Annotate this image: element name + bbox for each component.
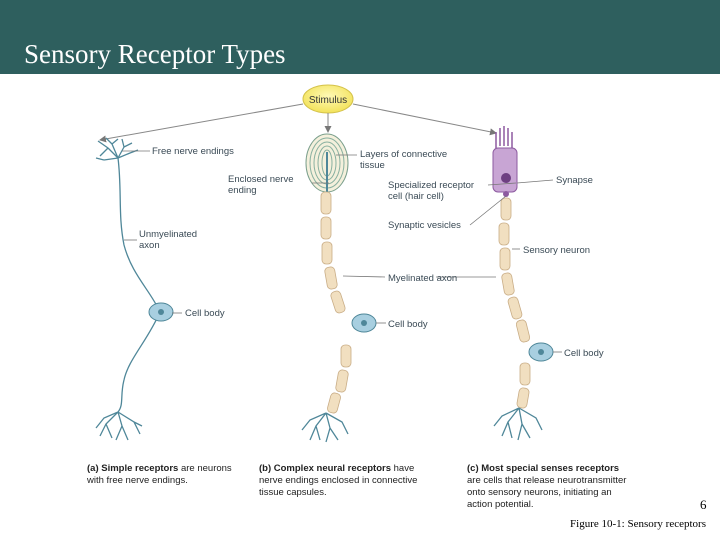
nucleus-a (158, 309, 164, 315)
leader-lines (122, 150, 562, 353)
caption-a-rest-2: with free nerve endings. (86, 475, 188, 486)
label-myelinated-axon: Myelinated axon (388, 273, 457, 284)
label-free-nerve-endings: Free nerve endings (152, 146, 234, 157)
label-layers-connective-2: tissue (360, 160, 385, 171)
label-synaptic-vesicles: Synaptic vesicles (388, 220, 461, 231)
label-enclosed-nerve-2: ending (228, 185, 257, 196)
simple-receptor-neuron (95, 137, 161, 441)
caption-b: (b) Complex neural receptors have nerve … (259, 463, 417, 498)
stimulus-label: Stimulus (309, 95, 347, 106)
label-specialized-1: Specialized receptor (388, 180, 474, 191)
label-sensory-neuron: Sensory neuron (523, 245, 590, 256)
myelinated-axon-b (320, 191, 352, 414)
caption-b-rest-2: nerve endings enclosed in connective (259, 475, 417, 486)
dendrites-b (301, 412, 349, 443)
label-enclosed-nerve-1: Enclosed nerve (228, 174, 293, 185)
dendrites-c (493, 407, 543, 441)
label-cell-body-b: Cell body (388, 319, 428, 330)
label-cell-body-c: Cell body (564, 348, 604, 359)
nucleus-b (361, 320, 367, 326)
sensory-receptors-diagram: Stimulus (86, 84, 626, 510)
label-specialized-2: cell (hair cell) (388, 191, 444, 202)
label-synapse: Synapse (556, 175, 593, 186)
stimulus-arrow-right (352, 103, 497, 136)
stimulus-group: Stimulus (99, 84, 497, 143)
label-layers-connective-1: Layers of connective (360, 149, 447, 160)
svg-text:(a) Simple receptors are neuro: (a) Simple receptors are neurons (87, 463, 232, 474)
slide-title: Sensory Receptor Types (24, 39, 286, 69)
caption-b-rest-1: have (391, 463, 414, 474)
stimulus-arrow-left (99, 103, 304, 143)
page-number: 6 (700, 497, 707, 512)
figure-caption: Figure 10-1: Sensory receptors (570, 518, 706, 530)
title-bar (0, 0, 720, 74)
caption-b-bold: (b) Complex neural receptors (259, 463, 391, 474)
caption-a-rest-1: are neurons (178, 463, 232, 474)
caption-b-rest-3: tissue capsules. (259, 487, 327, 498)
hair-cell (492, 126, 518, 197)
caption-c-rest-3: action potential. (467, 499, 534, 510)
caption-a-bold: (a) Simple receptors (87, 463, 178, 474)
nucleus-c (538, 349, 544, 355)
svg-text:(b) Complex neural receptors h: (b) Complex neural receptors have (259, 463, 414, 474)
label-unmyelinated-1: Unmyelinated (139, 229, 197, 240)
caption-a: (a) Simple receptors are neurons with fr… (86, 463, 232, 486)
caption-c-bold: (c) Most special senses receptors (467, 463, 619, 474)
caption-c-rest-1: are cells that release neurotransmitter (467, 475, 626, 486)
label-cell-body-a: Cell body (185, 308, 225, 319)
caption-c: (c) Most special senses receptors are ce… (467, 463, 626, 510)
caption-c-rest-2: onto sensory neurons, initiating an (467, 487, 612, 498)
myelinated-axon-c (498, 197, 531, 409)
label-unmyelinated-2: axon (139, 240, 160, 251)
